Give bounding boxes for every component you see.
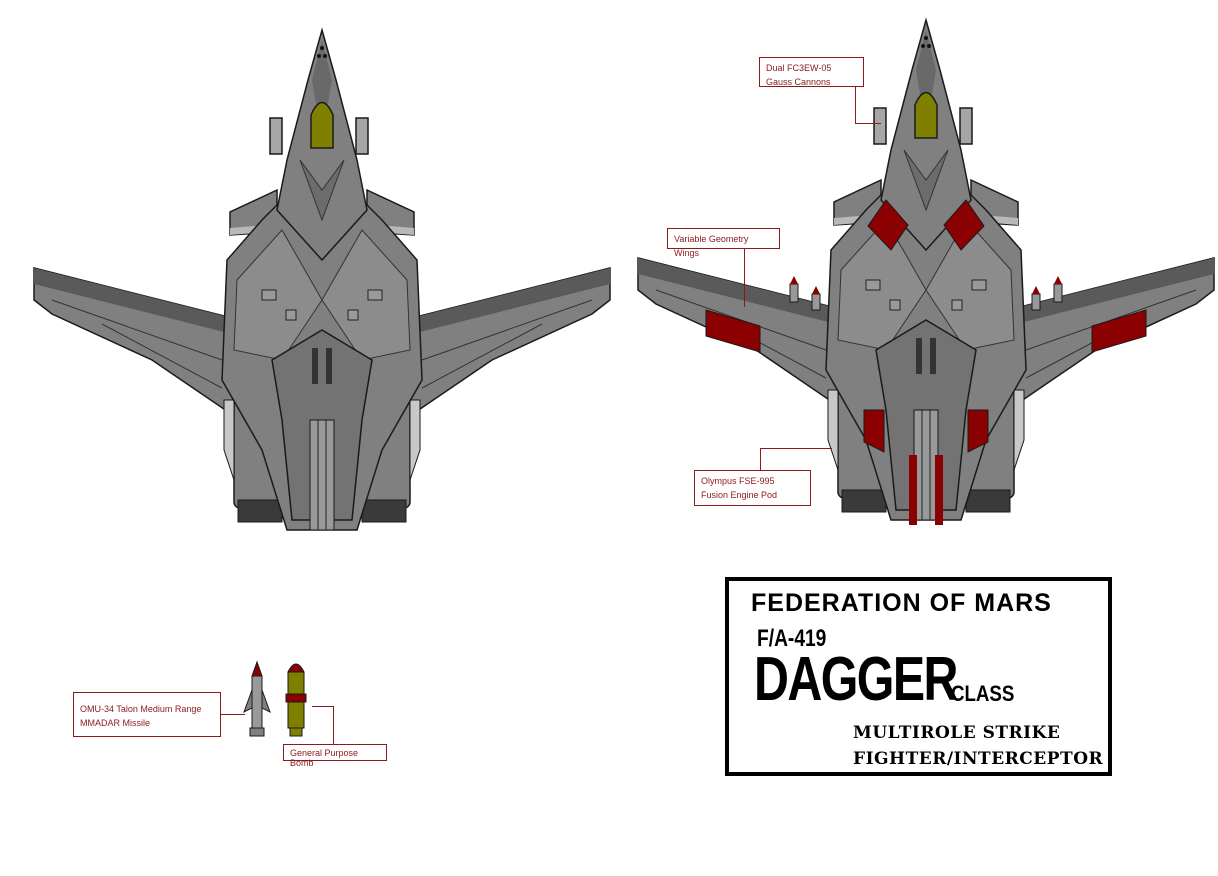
bomb-drawing <box>285 663 307 737</box>
leader-line <box>221 714 245 715</box>
leader-line <box>312 706 334 707</box>
callout-bomb-text: General Purpose Bomb <box>290 748 359 768</box>
callout-engine-text: Olympus FSE-995 Fusion Engine Pod <box>701 476 778 500</box>
designation: F/A-419 <box>757 625 827 652</box>
role-line-1: MULTIROLE STRIKE <box>853 723 1061 743</box>
callout-missile-text: OMU-34 Talon Medium Range MMADAR Missile <box>80 704 202 728</box>
title-block: FEDERATION OF MARS F/A-419 DAGGER CLASS … <box>725 577 1112 776</box>
leader-line <box>855 87 856 123</box>
callout-wings: Variable Geometry Wings <box>667 228 780 258</box>
callout-wings-text: Variable Geometry Wings <box>674 234 749 258</box>
fighter-plain <box>33 29 611 531</box>
callout-cannons-text: Dual FC3EW-05 Gauss Cannons <box>766 63 832 87</box>
missile-drawing <box>243 660 271 737</box>
callout-bomb: General Purpose Bomb <box>283 744 387 768</box>
class-suffix: CLASS <box>951 681 1015 706</box>
fighter-marked <box>637 19 1215 525</box>
leader-line <box>333 706 334 744</box>
callout-missile: OMU-34 Talon Medium Range MMADAR Missile <box>73 692 221 737</box>
leader-line <box>760 448 832 449</box>
role-line-2: FIGHTER/INTERCEPTOR <box>853 749 1104 769</box>
leader-line <box>855 123 881 124</box>
faction-name: FEDERATION OF MARS <box>751 589 1052 617</box>
leader-line <box>760 448 761 470</box>
callout-engine: Olympus FSE-995 Fusion Engine Pod <box>694 470 811 506</box>
class-name: DAGGER <box>754 645 958 714</box>
leader-line <box>744 249 745 307</box>
callout-cannons: Dual FC3EW-05 Gauss Cannons <box>759 57 864 87</box>
